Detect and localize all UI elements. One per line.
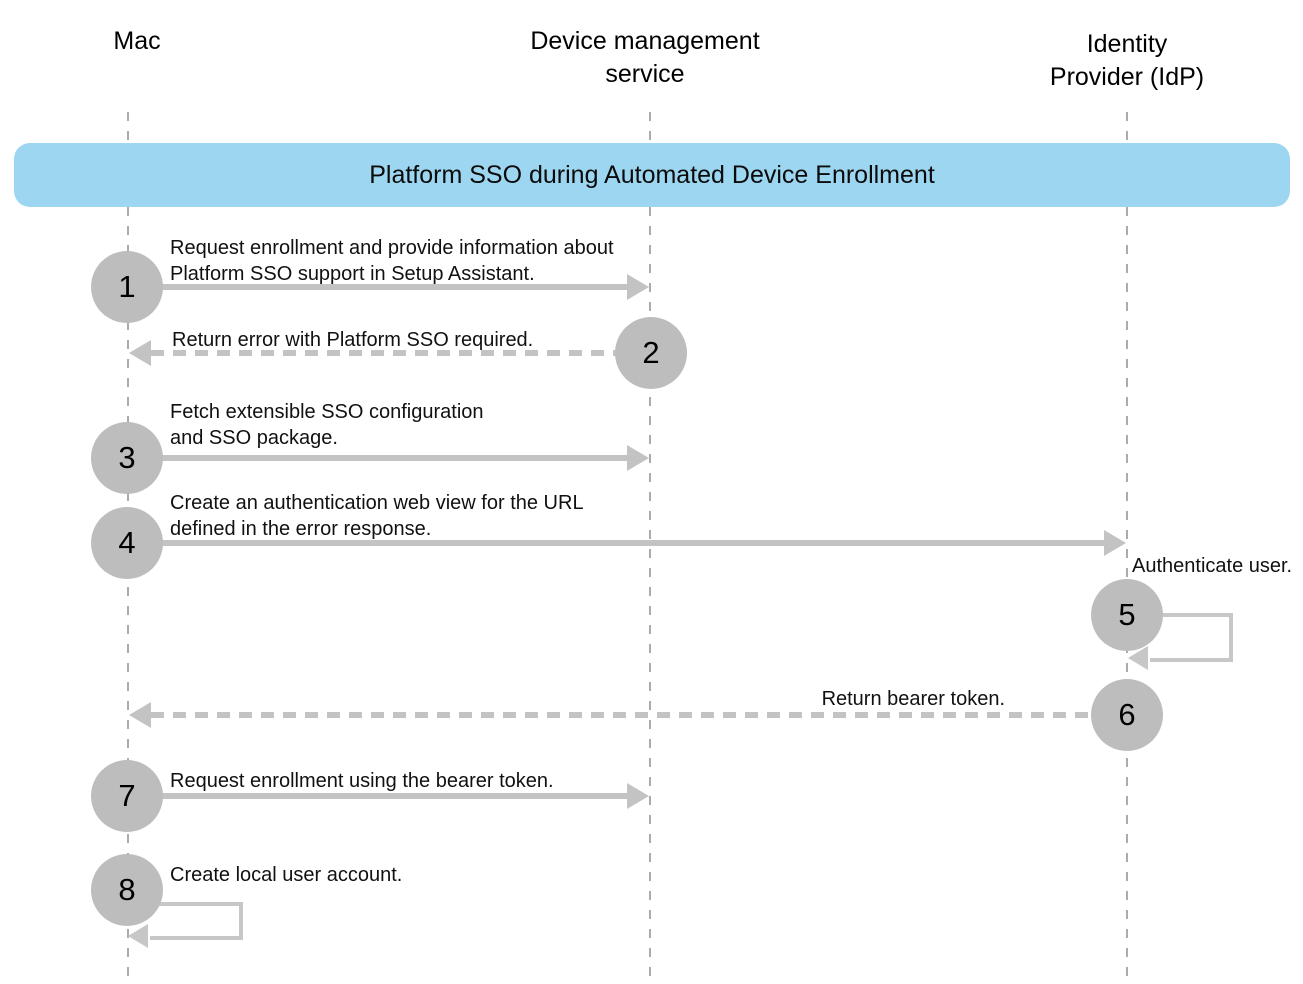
diagram-title: Platform SSO during Automated Device Enr… bbox=[369, 160, 935, 189]
step-6-badge: 6 bbox=[1091, 679, 1163, 751]
actor-mac: Mac bbox=[113, 27, 161, 55]
step-6-label: Return bearer token. bbox=[821, 688, 1005, 710]
step-8-badge: 8 bbox=[91, 854, 163, 926]
step-3-arrow bbox=[160, 455, 627, 461]
step-4-arrowhead-right-icon bbox=[1104, 530, 1126, 556]
step-4-arrow bbox=[160, 540, 1104, 546]
step-1-badge: 1 bbox=[91, 251, 163, 323]
step-6-arrow bbox=[151, 712, 1091, 718]
step-1-label: Request enrollment and provide informati… bbox=[170, 237, 614, 285]
actor-identity-provider: Identity Provider (IdP) bbox=[1049, 30, 1205, 91]
step-3-label: Fetch extensible SSO configuration and S… bbox=[170, 401, 484, 449]
step-7-arrowhead-right-icon bbox=[627, 783, 649, 809]
actor-device-management: Device management service bbox=[530, 27, 760, 88]
step-7-badge: 7 bbox=[91, 760, 163, 832]
step-1-arrow bbox=[160, 284, 627, 290]
step-7-label: Request enrollment using the bearer toke… bbox=[170, 770, 554, 792]
step-3-arrowhead-right-icon bbox=[627, 445, 649, 471]
step-7-arrow bbox=[160, 793, 627, 799]
step-2-badge: 2 bbox=[615, 317, 687, 389]
step-2-arrowhead-left-icon bbox=[129, 340, 151, 366]
step-5-badge: 5 bbox=[1091, 579, 1163, 651]
step-4-label: Create an authentication web view for th… bbox=[170, 492, 584, 540]
step-8-self-loop-arrow bbox=[150, 902, 243, 940]
step-8-arrowhead-left-icon bbox=[128, 924, 148, 948]
lifeline-identity-provider bbox=[1126, 112, 1128, 976]
step-3-badge: 3 bbox=[91, 422, 163, 494]
step-2-label: Return error with Platform SSO required. bbox=[172, 329, 534, 351]
step-5-label: Authenticate user. bbox=[1132, 555, 1293, 577]
title-banner: Platform SSO during Automated Device Enr… bbox=[14, 143, 1290, 207]
step-1-arrowhead-right-icon bbox=[627, 274, 649, 300]
step-4-badge: 4 bbox=[91, 507, 163, 579]
step-8-label: Create local user account. bbox=[170, 864, 403, 886]
step-5-self-loop-arrow bbox=[1150, 613, 1233, 662]
step-2-arrow bbox=[151, 350, 617, 356]
step-6-arrowhead-left-icon bbox=[129, 702, 151, 728]
step-5-arrowhead-left-icon bbox=[1128, 646, 1148, 670]
